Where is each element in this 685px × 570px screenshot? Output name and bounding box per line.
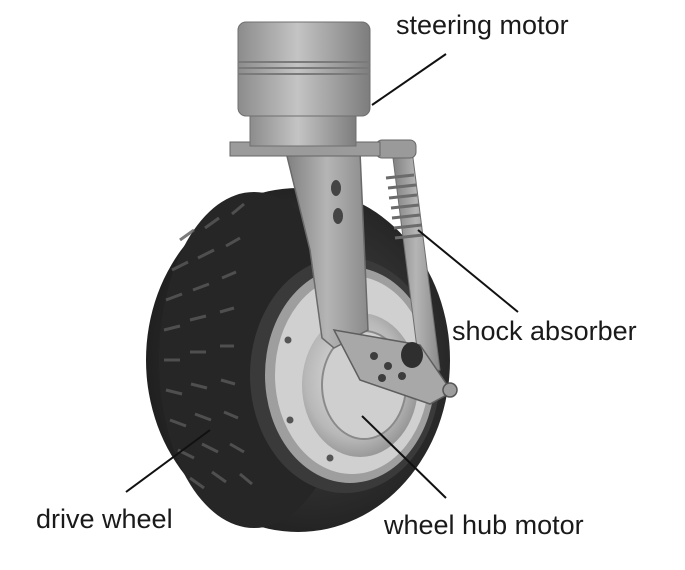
shock-absorber <box>375 139 441 373</box>
shock-absorber-label: shock absorber <box>452 316 637 346</box>
leader-wheel-hub-motor <box>361 415 447 499</box>
leader-shock-absorber <box>417 229 519 313</box>
fork-bracket <box>285 151 458 405</box>
leader-steering-motor <box>371 53 447 106</box>
drive-wheel-label: drive wheel <box>36 504 173 534</box>
leader-lines <box>125 53 519 499</box>
wheel-hub-motor-label: wheel hub motor <box>384 510 584 540</box>
steering-motor-label: steering motor <box>396 10 569 40</box>
steering-motor <box>229 21 381 157</box>
leader-drive-wheel <box>125 429 211 493</box>
